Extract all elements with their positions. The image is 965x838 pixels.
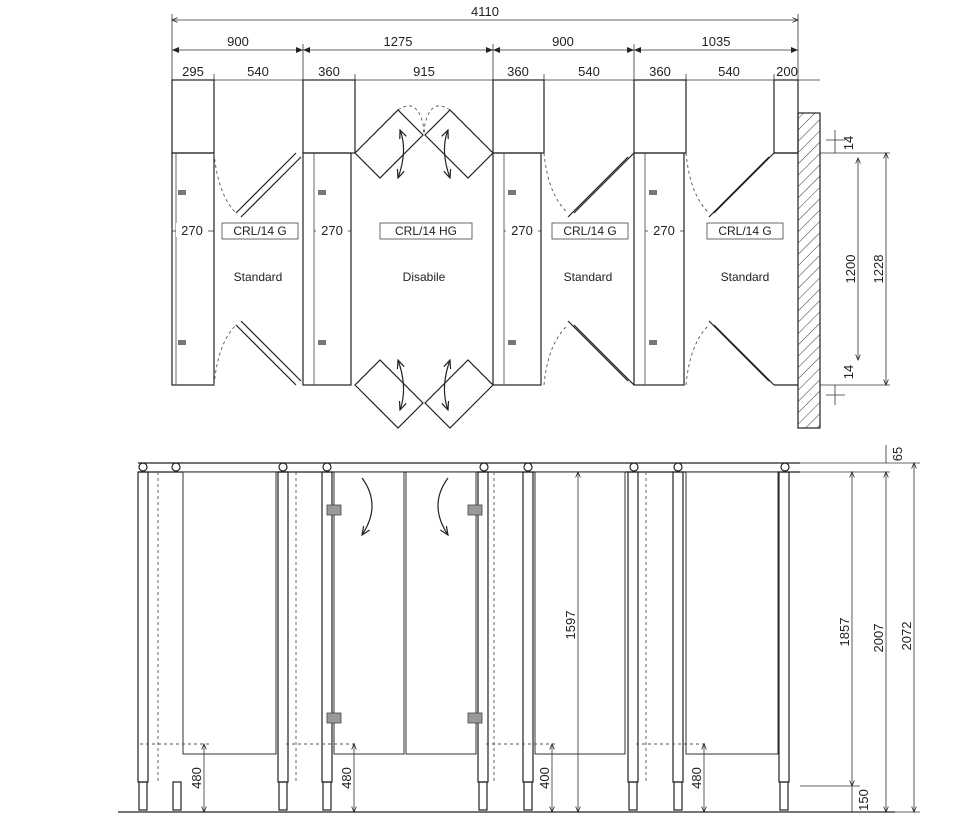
dim-bay-3: 900 [552, 34, 574, 49]
dim-sub-6: 540 [578, 64, 600, 79]
foot-dims: 480 480 400 480 [189, 744, 704, 812]
front-pilasters [171, 79, 799, 154]
foot-dim-4: 480 [689, 767, 704, 789]
dim-sub-8: 540 [718, 64, 740, 79]
dim-sub-2: 540 [247, 64, 269, 79]
plan-dim-bottom: 14 [841, 365, 856, 379]
cubicle-type-3: Standard [564, 270, 613, 284]
elev-dim-overall: 2072 [899, 622, 914, 651]
partitions [171, 152, 798, 386]
partition-depth-4: 270 [653, 223, 675, 238]
dim-sub-4: 915 [413, 64, 435, 79]
elev-dim-rail: 2007 [871, 624, 886, 653]
cubicle-code-1: CRL/14 G [233, 224, 286, 238]
partition-depths: 270 270 270 270 [172, 223, 684, 238]
brackets [178, 190, 657, 345]
dim-sub-3: 360 [318, 64, 340, 79]
cubicle-code-2: CRL/14 HG [395, 224, 457, 238]
dim-overall-label: 4110 [471, 4, 499, 19]
elev-dim-foot: 150 [856, 789, 871, 811]
plan-right-dims: 14 14 1200 1228 [820, 130, 890, 405]
foot-dim-1: 480 [189, 767, 204, 789]
cubicle-type-1: Standard [234, 270, 283, 284]
door-hinges [326, 477, 483, 724]
elevation-feet [138, 781, 789, 811]
cubicle-code-4: CRL/14 G [718, 224, 771, 238]
plan-dim-outer: 1228 [871, 255, 886, 284]
plan-view: 4110 900 1275 900 1035 295 540 360 915 [171, 4, 890, 429]
dim-subs: 295 540 360 915 360 540 360 540 200 [172, 64, 820, 88]
door-height-label: 1597 [563, 611, 578, 640]
dim-bays: 900 1275 900 1035 [172, 34, 798, 88]
dim-sub-5: 360 [507, 64, 529, 79]
plan-dim-inner: 1200 [843, 255, 858, 284]
partition-depth-3: 270 [511, 223, 533, 238]
partition-depth-2: 270 [321, 223, 343, 238]
elevation-view: 480 480 400 480 1597 65 1857 2007 20 [118, 445, 920, 812]
wall-hatch [797, 112, 821, 429]
partition-depth-1: 270 [181, 223, 203, 238]
elev-dim-panel: 1857 [837, 618, 852, 647]
foot-dim-2: 480 [339, 767, 354, 789]
dim-overall: 4110 [172, 4, 798, 88]
plan-dim-top: 14 [841, 136, 856, 150]
door-height-dim: 1597 [563, 472, 578, 812]
disabled-doors [354, 105, 494, 429]
door-swings [213, 152, 775, 386]
cubicle-type-2: Disabile [403, 270, 446, 284]
foot-dim-3: 400 [537, 767, 552, 789]
dim-bay-4: 1035 [702, 34, 731, 49]
cubicle-labels: CRL/14 G Standard CRL/14 HG Disabile CRL… [221, 222, 784, 284]
cubicle-type-4: Standard [721, 270, 770, 284]
elevation-right-dims: 65 1857 2007 2072 150 [800, 445, 920, 812]
dim-bay-1: 900 [227, 34, 249, 49]
dim-sub-7: 360 [649, 64, 671, 79]
dim-sub-9: 200 [776, 64, 798, 79]
top-rail [138, 462, 800, 473]
dim-sub-1: 295 [182, 64, 204, 79]
cubicle-code-3: CRL/14 G [563, 224, 616, 238]
dim-bay-2: 1275 [384, 34, 413, 49]
elev-dim-top-gap: 65 [890, 447, 905, 461]
